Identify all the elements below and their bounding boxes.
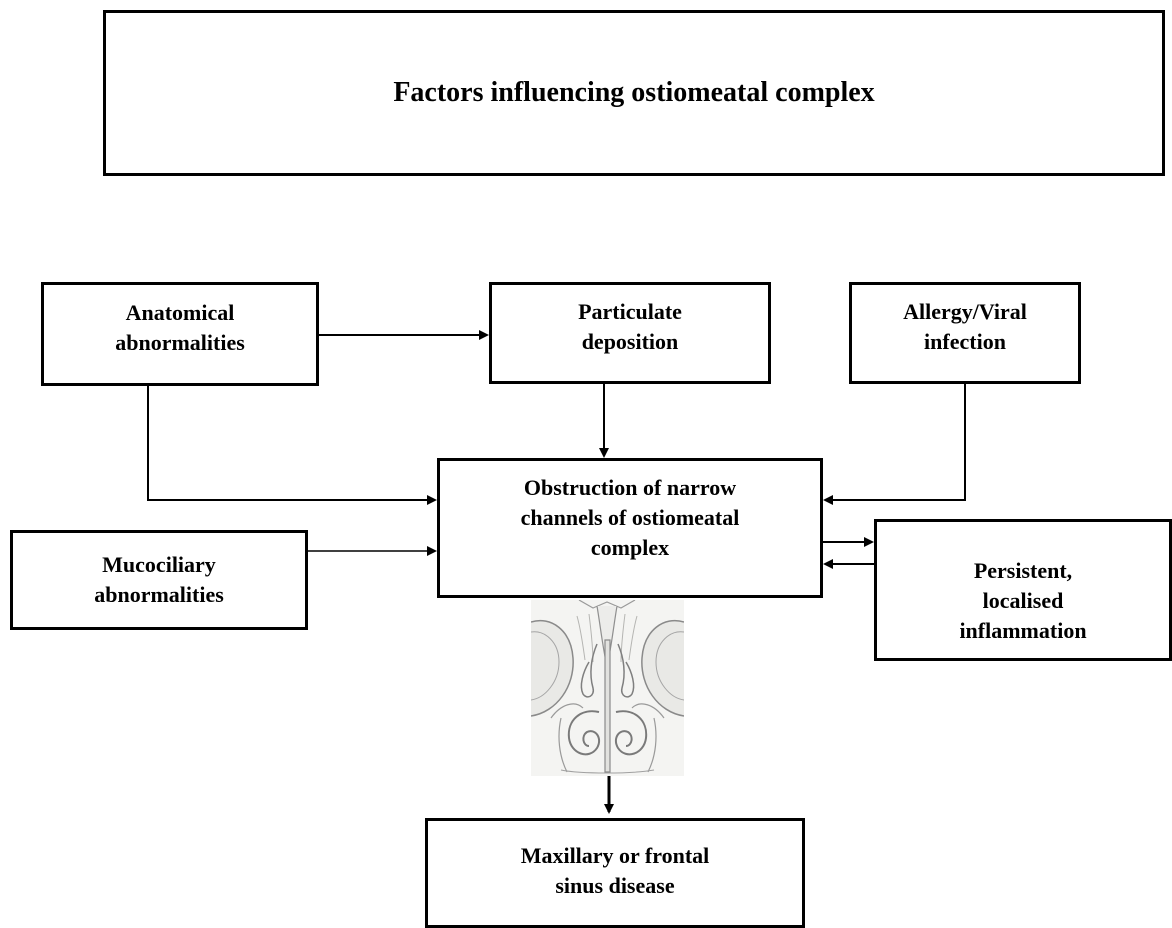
nasal-sinus-anatomy-illustration [531,600,684,776]
mucociliary-line-1: Mucociliary [102,552,216,577]
obstruction-box: Obstruction of narrow channels of ostiom… [437,458,823,598]
obstruction-line-2: channels of ostiomeatal [520,505,740,530]
anatomical-line-1: Anatomical [125,300,235,325]
allergy-line-1: Allergy/Viral [903,299,1027,324]
obstruction-line-1: Obstruction of narrow [523,475,737,500]
title-box: Factors influencing ostiomeatal complex [103,10,1165,176]
persistent-line-1: Persistent, [973,558,1073,583]
mucociliary-line-2: abnormalities [94,582,224,607]
diagram-title: Factors influencing ostiomeatal complex [393,77,875,108]
arrow-anatomical-to-obstruction [147,386,437,505]
persistent-line-2: localised [982,588,1064,613]
obstruction-line-3: complex [590,535,670,560]
anatomical-abnormalities-box: Anatomical abnormalities [41,282,319,386]
persistent-line-3: inflammation [959,618,1087,643]
particulate-deposition-box: Particulate deposition [489,282,771,384]
maxillary-line-1: Maxillary or frontal [520,843,710,868]
allergy-viral-infection-box: Allergy/Viral infection [849,282,1081,384]
allergy-line-2: infection [924,329,1006,354]
arrow-allergy-to-obstruction [823,384,966,505]
maxillary-frontal-sinus-disease-box: Maxillary or frontal sinus disease [425,818,805,928]
anatomical-line-2: abnormalities [115,330,245,355]
mucociliary-abnormalities-box: Mucociliary abnormalities [10,530,308,630]
particulate-line-2: deposition [581,329,679,354]
particulate-line-1: Particulate [578,299,682,324]
maxillary-line-2: sinus disease [555,873,675,898]
persistent-inflammation-box: Persistent, localised inflammation [874,519,1172,661]
